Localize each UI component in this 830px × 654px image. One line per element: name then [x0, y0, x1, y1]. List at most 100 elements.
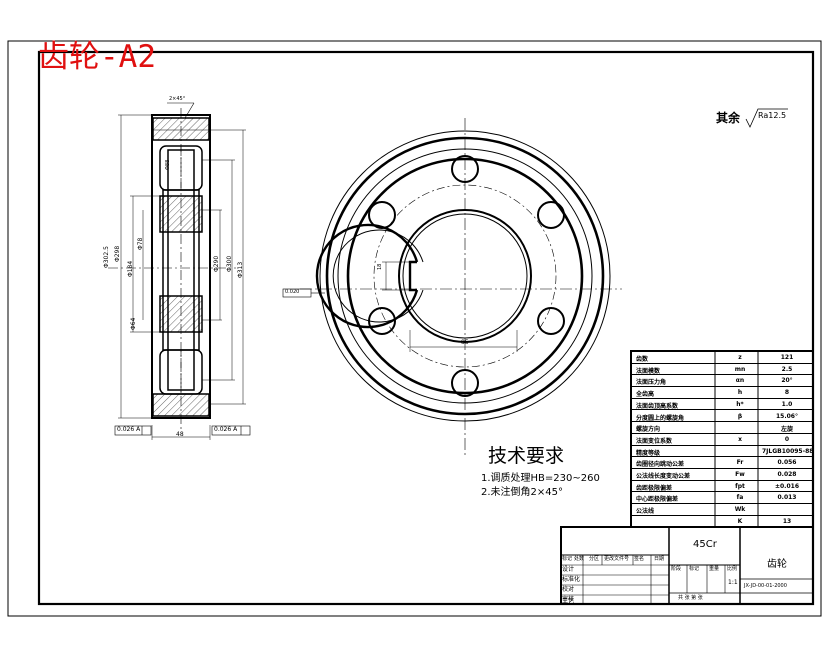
param-row: 精度等级 7JLGB10095-88: [632, 446, 813, 458]
drawing-number: JX-JD-00-01-2000: [744, 583, 787, 589]
param-val: 7JLGB10095-88: [762, 447, 812, 455]
param-row: 分度圆上的螺旋角 β 15.06°: [632, 411, 813, 423]
param-name: 法面齿顶高系数: [636, 402, 679, 410]
param-sym: h*: [736, 400, 744, 408]
title-block-label: 处数: [574, 556, 585, 562]
param-name: 公法线长度变动公差: [636, 473, 691, 480]
param-sym: mn: [734, 365, 746, 373]
title-block-label: 比例: [727, 566, 738, 572]
face-tolerance: 0.020: [285, 289, 300, 295]
param-val: ±0.016: [774, 482, 799, 490]
param-val: 0: [784, 435, 790, 443]
section-view: [108, 102, 251, 440]
param-row: 法面齿顶高系数 h* 1.0: [632, 399, 813, 411]
tech-requirement-item: 1.调质处理HB=230~260: [481, 473, 600, 484]
param-sym: Wk: [734, 506, 746, 514]
param-sym: z: [738, 354, 742, 361]
dim-label: Φ64: [130, 317, 137, 330]
keyway-dim: 18: [377, 263, 383, 270]
param-sym: fa: [736, 494, 744, 502]
title-block-label: 标记: [689, 566, 700, 572]
param-sym: fpt: [735, 482, 745, 490]
param-name: 法面模数: [636, 367, 661, 375]
param-sym: β: [737, 412, 743, 420]
param-sym: K: [737, 517, 743, 525]
param-val: 13: [782, 517, 792, 525]
param-val: 20°: [781, 377, 793, 385]
param-row: 法面模数 mn 2.5: [632, 364, 813, 376]
tolerance-frame-right: 0.026 A: [214, 426, 238, 433]
param-row: 公法线长度变动公差 Fw 0.028: [632, 469, 813, 481]
param-sym: h: [737, 389, 743, 397]
key-dim: 85: [461, 339, 469, 346]
dim-label: Φ302.5: [103, 246, 110, 268]
tech-requirement-item: 2.未注倒角2×45°: [481, 487, 564, 498]
title-block-label: 分区: [589, 556, 600, 562]
drawing-title: 齿轮-A2: [38, 39, 156, 75]
dim-label: Φ88: [165, 159, 171, 170]
param-name: 全齿高: [636, 391, 655, 399]
param-name: 精度等级: [636, 449, 661, 457]
dim-label: Φ300: [226, 255, 233, 272]
title-block-label: 更改文件号: [604, 556, 630, 562]
tech-requirements-heading: 技术要求: [488, 445, 565, 467]
param-row: K 13: [632, 516, 813, 528]
title-block-label: 日期: [654, 556, 665, 562]
dim-label: Φ313: [237, 261, 244, 278]
param-val: 0.028: [777, 471, 797, 478]
sheet-border: [7, 40, 822, 617]
chamfer-dim: 2×45°: [169, 96, 186, 102]
param-row: 中心距极限偏差 fa 0.013: [632, 492, 813, 505]
param-sym: αn: [735, 377, 745, 385]
param-name: 公法线: [636, 508, 655, 516]
param-val: 左旋: [780, 426, 793, 434]
param-val: 8: [784, 389, 790, 397]
title-block-label: 阶段: [671, 566, 682, 572]
roughness-prefix: 其余: [716, 111, 741, 125]
param-name: 中心距极限偏差: [636, 496, 679, 504]
dim-label: Φ290: [213, 255, 220, 272]
param-row: 公法线 Wk: [632, 504, 813, 516]
width-dim: 48: [176, 431, 184, 438]
title-block-label: 校对: [562, 586, 575, 593]
param-val: 15.06°: [776, 412, 798, 420]
dim-label: Φ184: [127, 260, 134, 277]
drawing-frame: [37, 50, 815, 606]
param-name: 分度圆上的螺旋角: [636, 414, 685, 422]
param-row: 法面变位系数 x 0: [632, 434, 813, 446]
param-row: 全齿高 h 8: [632, 387, 813, 399]
dim-label: Φ78: [137, 237, 144, 250]
title-block-label: 标准化: [562, 576, 581, 583]
part-name: 齿轮: [767, 559, 787, 570]
param-name: 法面变位系数: [636, 437, 673, 445]
param-val: 1.0: [781, 400, 793, 408]
roughness-symbol: [745, 108, 788, 128]
param-val: 0.056: [777, 459, 797, 467]
tolerance-frame-left: 0.026 A: [117, 426, 141, 433]
title-block-label: 设计: [562, 566, 575, 573]
roughness-value: Ra12.5: [758, 111, 787, 120]
title-block-label: 标记: [562, 556, 573, 562]
material: 45Cr: [693, 539, 717, 550]
title-block-label: 签名: [634, 556, 645, 562]
dim-label: Φ298: [114, 245, 121, 262]
param-val: 121: [780, 354, 794, 361]
param-row: 螺旋方向 左旋: [632, 422, 813, 434]
param-sym: x: [738, 435, 742, 443]
param-name: 齿距极限偏差: [636, 484, 673, 492]
front-view: [282, 118, 622, 455]
param-sym: Fw: [735, 471, 745, 478]
sheets-label: 共 张 第 张: [678, 595, 703, 601]
param-val: 0.013: [777, 494, 797, 502]
title-block-label: 工艺: [562, 598, 575, 605]
param-name: 螺旋方向: [636, 426, 661, 434]
title-block-label: 审核: [562, 596, 575, 603]
scale: 1:1: [728, 579, 738, 586]
param-sym: Fr: [736, 459, 744, 467]
title-block-label: 重量: [709, 566, 720, 572]
param-val: 2.5: [781, 365, 793, 373]
